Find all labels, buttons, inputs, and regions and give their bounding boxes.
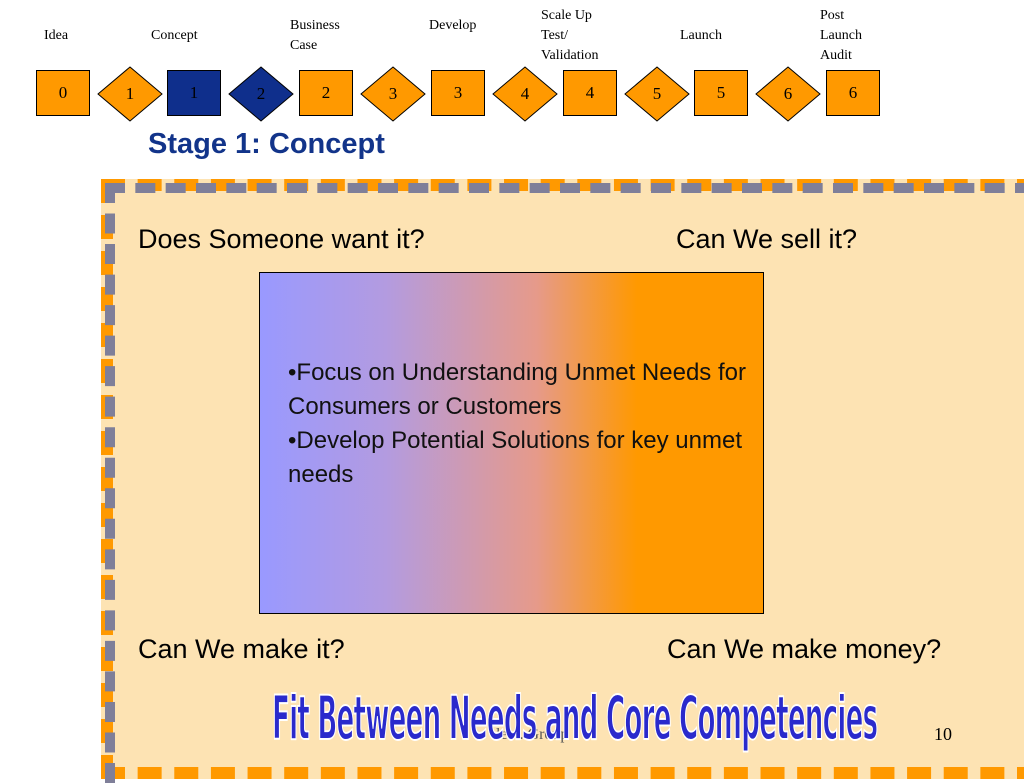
stage-box-2: 2: [299, 70, 353, 116]
banner-heading: Fit Between Needs and Core Competencies: [272, 681, 879, 755]
question-make-money: Can We make money?: [667, 634, 942, 664]
stage-label-idea: Idea: [44, 28, 69, 43]
question-someone-want: Does Someone want it?: [138, 224, 425, 254]
stage-label-develop: Develop: [429, 18, 477, 33]
stage-box-4: 4: [563, 70, 617, 116]
page-number: 10: [934, 724, 952, 744]
footer-company: le ... Group: [496, 726, 569, 743]
stage-box-0: 0: [36, 70, 90, 116]
stage-box-5: 5: [694, 70, 748, 116]
question-make: Can We make it?: [138, 634, 345, 664]
stage-title: Stage 1: Concept: [148, 128, 385, 160]
stage-label-scale-up: Scale Up Test/ Validation: [541, 8, 599, 63]
gate-diamond-1: 1: [97, 66, 163, 122]
gate-diamond-2-active: 2: [228, 66, 294, 122]
stage-gate-flow: 0 1 1 2 2 3 3 4 4 5 5 6 6: [0, 66, 1024, 122]
stage-label-launch: Launch: [680, 28, 722, 43]
stage-label-post-launch-audit: Post Launch Audit: [820, 8, 862, 63]
gate-diamond-6: 6: [755, 66, 821, 122]
stage-label-concept: Concept: [151, 28, 198, 43]
gate-diamond-4: 4: [492, 66, 558, 122]
gate-diamond-3: 3: [360, 66, 426, 122]
stage-box-6: 6: [826, 70, 880, 116]
center-bullet-list: •Focus on Understanding Unmet Needs for …: [288, 356, 758, 492]
center-gradient-box: [259, 272, 764, 614]
stage-box-1-active: 1: [167, 70, 221, 116]
bullet-item: •Focus on Understanding Unmet Needs for …: [288, 359, 746, 420]
bullet-item: •Develop Potential Solutions for key unm…: [288, 427, 742, 488]
stage-label-business-case: Business Case: [290, 18, 340, 53]
stage-box-3: 3: [431, 70, 485, 116]
question-sell: Can We sell it?: [676, 224, 858, 254]
gate-diamond-5: 5: [624, 66, 690, 122]
